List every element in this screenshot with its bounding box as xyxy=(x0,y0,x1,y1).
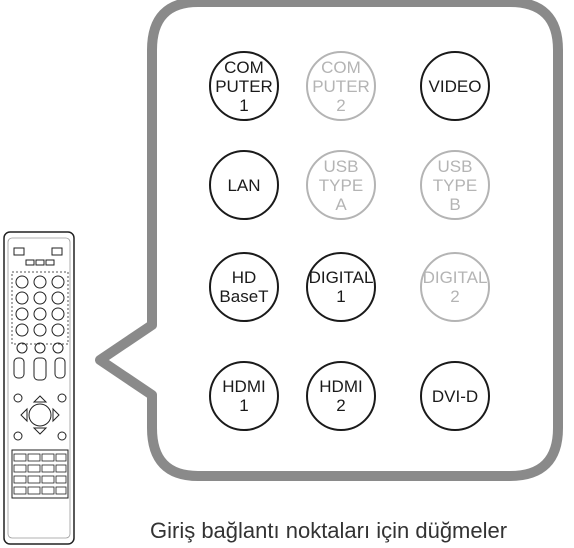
hdbaset-button[interactable]: HD BaseT xyxy=(209,252,279,322)
button-label: DVI-D xyxy=(431,386,479,406)
lan-button[interactable]: LAN xyxy=(209,150,279,220)
button-label: HD BaseT xyxy=(219,268,269,306)
button-label: VIDEO xyxy=(428,76,482,96)
button-label: USB TYPE B xyxy=(432,156,478,214)
button-label: USB TYPE A xyxy=(318,156,364,214)
computer-1-button[interactable]: COM PUTER 1 xyxy=(209,51,279,121)
hdmi-2-button[interactable]: HDMI 2 xyxy=(306,361,376,431)
button-label: LAN xyxy=(227,175,261,195)
caption: Giriş bağlantı noktaları için düğmeler xyxy=(150,518,508,543)
button-label: HDMI 2 xyxy=(319,377,363,415)
usb-type-a-button[interactable]: USB TYPE A xyxy=(306,150,376,220)
button-label: DIGITAL 1 xyxy=(308,268,374,306)
button-label: HDMI 1 xyxy=(222,377,266,415)
button-label: COM PUTER 2 xyxy=(312,57,370,115)
button-label: COM PUTER 1 xyxy=(215,57,273,115)
dvi-d-button[interactable]: DVI-D xyxy=(420,361,490,431)
hdmi-1-button[interactable]: HDMI 1 xyxy=(209,361,279,431)
usb-type-b-button[interactable]: USB TYPE B xyxy=(420,150,490,220)
computer-2-button[interactable]: COM PUTER 2 xyxy=(306,51,376,121)
digital-1-button[interactable]: DIGITAL 1 xyxy=(306,252,376,322)
remote-control-illustration xyxy=(3,231,75,545)
button-label: DIGITAL 2 xyxy=(422,268,488,306)
video-button[interactable]: VIDEO xyxy=(420,51,490,121)
digital-2-button[interactable]: DIGITAL 2 xyxy=(420,252,490,322)
